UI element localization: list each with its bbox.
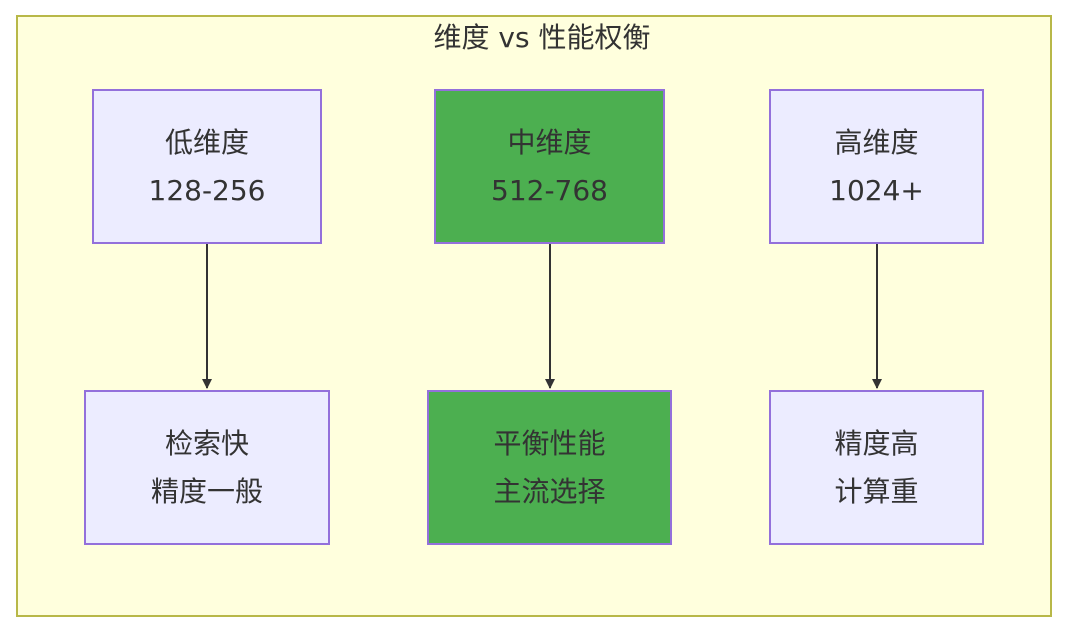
node-high-dimension-range: 1024+ <box>829 173 924 207</box>
node-mid-result[interactable]: 平衡性能 主流选择 <box>427 390 672 545</box>
node-low-result[interactable]: 检索快 精度一般 <box>84 390 330 545</box>
node-low-result-line1: 检索快 <box>164 426 249 460</box>
node-high-dimension[interactable]: 高维度 1024+ <box>769 89 984 244</box>
node-mid-result-line2: 主流选择 <box>493 474 606 508</box>
node-low-dimension-label: 低维度 <box>164 125 249 159</box>
node-mid-dimension[interactable]: 中维度 512-768 <box>434 89 665 244</box>
node-mid-result-line1: 平衡性能 <box>493 426 606 460</box>
node-low-dimension[interactable]: 低维度 128-256 <box>92 89 322 244</box>
node-low-result-line2: 精度一般 <box>150 474 263 508</box>
node-high-result-line2: 计算重 <box>834 474 919 508</box>
node-high-result-line1: 精度高 <box>834 426 919 460</box>
node-low-dimension-range: 128-256 <box>148 173 266 207</box>
node-high-result[interactable]: 精度高 计算重 <box>769 390 984 545</box>
node-mid-dimension-range: 512-768 <box>491 173 608 207</box>
node-high-dimension-label: 高维度 <box>834 125 919 159</box>
node-mid-dimension-label: 中维度 <box>507 125 592 159</box>
cluster-title: 维度 vs 性能权衡 <box>433 21 651 54</box>
